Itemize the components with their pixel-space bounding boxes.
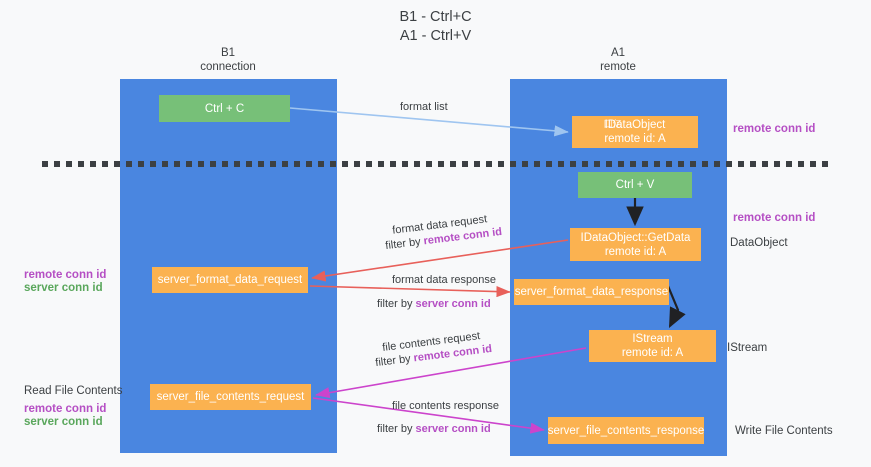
edge-format-data-response bbox=[309, 285, 511, 298]
annotation-left-remote-conn-id-bottom: remote conn id bbox=[24, 403, 107, 415]
node-ctrl-v[interactable]: Ctrl + V bbox=[578, 172, 692, 198]
node-ctrl-c-label: Ctrl + C bbox=[204, 102, 245, 115]
annotation-dataobject: DataObject bbox=[730, 237, 788, 249]
edge-label-file-contents-response: file contents response bbox=[392, 400, 500, 412]
node-server-format-data-response[interactable]: server_format_data_response bbox=[514, 279, 669, 305]
node-istream[interactable]: IStream remote id: A bbox=[589, 330, 716, 362]
annotation-left-server-conn-id-mid: server conn id bbox=[24, 282, 103, 294]
node-ctrl-v-label: Ctrl + V bbox=[615, 179, 655, 191]
annotation-istream: IStream bbox=[727, 342, 768, 354]
page-title: B1 - Ctrl+C A1 - Ctrl+V bbox=[0, 8, 871, 46]
node-idataobject-getdata[interactable]: IDataObject::GetData remote id: A bbox=[570, 228, 701, 261]
filter-prefix: filter by bbox=[384, 235, 425, 253]
filter-prefix: filter by bbox=[377, 298, 416, 310]
annotation-remote-conn-id-top: remote conn id bbox=[733, 123, 816, 135]
lane-header-b1-subtitle: connection bbox=[200, 61, 256, 73]
filter-key-server-conn-id: server conn id bbox=[415, 423, 491, 435]
annotation-read-file-contents: Read File Contents bbox=[24, 385, 123, 397]
node-server-format-data-request-label: server_format_data_request bbox=[157, 274, 303, 286]
edge-label-format-data-response-filter: filter by server conn id bbox=[377, 298, 491, 310]
node-istream-line1: IStream bbox=[632, 333, 673, 345]
node-getdata-line2: remote id: A bbox=[604, 245, 667, 258]
node-server-file-contents-request-label: server_file_contents_request bbox=[156, 391, 305, 403]
node-idataobject-line1: IDataObject bbox=[604, 117, 666, 132]
node-server-file-contents-response[interactable]: server_file_contents_response bbox=[548, 417, 704, 444]
annotation-remote-conn-id-mid: remote conn id bbox=[733, 212, 816, 224]
title-line-2: A1 - Ctrl+V bbox=[399, 28, 472, 44]
title-line-1: B1 - Ctrl+C bbox=[399, 9, 472, 25]
node-ctrl-c[interactable]: Ctrl + C bbox=[159, 95, 290, 122]
node-getdata-line1: IDataObject::GetData bbox=[580, 231, 691, 244]
node-server-file-contents-response-label: server_file_contents_response bbox=[547, 424, 705, 437]
edge-label-format-list: format list bbox=[400, 101, 448, 113]
lane-header-b1: B1 connection bbox=[118, 46, 338, 74]
lane-header-a1: A1 remote bbox=[508, 46, 728, 74]
annotation-left-remote-conn-id-mid: remote conn id bbox=[24, 269, 107, 281]
node-server-format-data-response-label: server_format_data_response bbox=[514, 286, 669, 298]
lane-header-b1-name: B1 bbox=[220, 47, 236, 59]
node-istream-line2: remote id: A bbox=[621, 347, 684, 359]
edge-label-format-data-response: format data response bbox=[392, 274, 496, 286]
edge-label-file-contents-response-filter: filter by server conn id bbox=[377, 423, 491, 435]
node-idataobject[interactable]: IDataObject remote id: A bbox=[572, 116, 698, 148]
node-idataobject-label: IDataObject bbox=[604, 117, 666, 132]
filter-key-server-conn-id: server conn id bbox=[415, 298, 491, 310]
filter-prefix: filter by bbox=[374, 352, 415, 370]
filter-prefix: filter by bbox=[377, 423, 416, 435]
node-server-format-data-request[interactable]: server_format_data_request bbox=[152, 267, 308, 293]
lane-header-a1-name: A1 bbox=[610, 47, 626, 59]
annotation-left-server-conn-id-bottom: server conn id bbox=[24, 416, 103, 428]
node-idataobject-line2: remote id: A bbox=[604, 133, 666, 145]
dashed-divider bbox=[42, 161, 832, 167]
node-server-file-contents-request[interactable]: server_file_contents_request bbox=[150, 384, 311, 410]
annotation-write-file-contents: Write File Contents bbox=[735, 425, 833, 437]
lane-header-a1-subtitle: remote bbox=[600, 61, 636, 73]
